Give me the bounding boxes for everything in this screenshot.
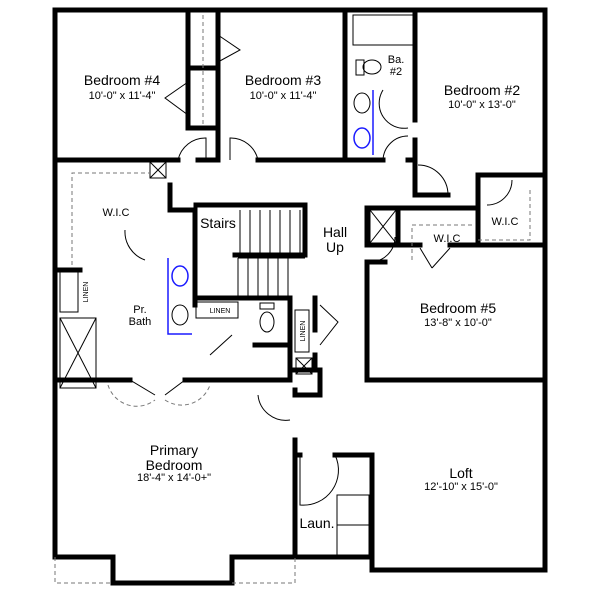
bedroom2-label: Bedroom #2 [444, 82, 520, 98]
bedroom5-size: 13'-8" x 10'-0" [424, 317, 492, 329]
dashed-shelves [54, 15, 531, 584]
primary-bedroom-size: 18'-4" x 14'-0+" [137, 472, 211, 484]
washer [336, 494, 370, 526]
linen-hall-label: LINEN [300, 321, 307, 342]
primary-bath-label-2: Bath [129, 316, 152, 328]
bedroom4-label: Bedroom #4 [84, 72, 160, 88]
room-labels: Bedroom #4 10'-0" x 11'-4" Bedroom #3 10… [83, 54, 520, 531]
hall-up-label: Up [326, 239, 344, 255]
primary-bedroom-label-2: Bedroom [146, 457, 203, 473]
bathtub [352, 14, 414, 46]
toilet [362, 59, 382, 75]
wic-bed5-label: W.I.C [434, 233, 461, 245]
bedroom3-label: Bedroom #3 [245, 72, 321, 88]
bath2-number: #2 [390, 66, 402, 78]
stairs [237, 210, 305, 300]
bedroom2-size: 10'-0" x 13'-0" [448, 99, 516, 111]
primary-bedroom-label: Primary [150, 442, 198, 458]
shower [59, 317, 97, 389]
fixtures [59, 14, 414, 556]
sink [171, 265, 189, 287]
bath2-label: Ba. [388, 54, 405, 66]
loft-size: 12'-10" x 15'-0" [424, 481, 498, 493]
wic-left-label: W.I.C [103, 207, 130, 219]
sink [171, 304, 189, 326]
primary-bath-label: Pr. [133, 304, 146, 316]
dryer [336, 524, 370, 556]
wic-bed2-label: W.I.C [492, 216, 519, 228]
loft-label: Loft [449, 465, 472, 481]
toilet [259, 311, 275, 333]
doors [107, 34, 513, 506]
sink [353, 127, 371, 149]
linen-left-label: LINEN [83, 282, 90, 303]
hall-label: Hall [323, 224, 347, 240]
linen-bath-label: LINEN [210, 308, 231, 315]
bedroom3-size: 10'-0" x 11'-4" [250, 90, 317, 102]
stairs-label: Stairs [200, 215, 236, 231]
walls [52, 7, 548, 586]
bedroom5-label: Bedroom #5 [420, 300, 496, 316]
bedroom4-size: 10'-0" x 11'-4" [89, 90, 156, 102]
laundry-label: Laun. [299, 515, 334, 531]
sink [353, 92, 371, 114]
